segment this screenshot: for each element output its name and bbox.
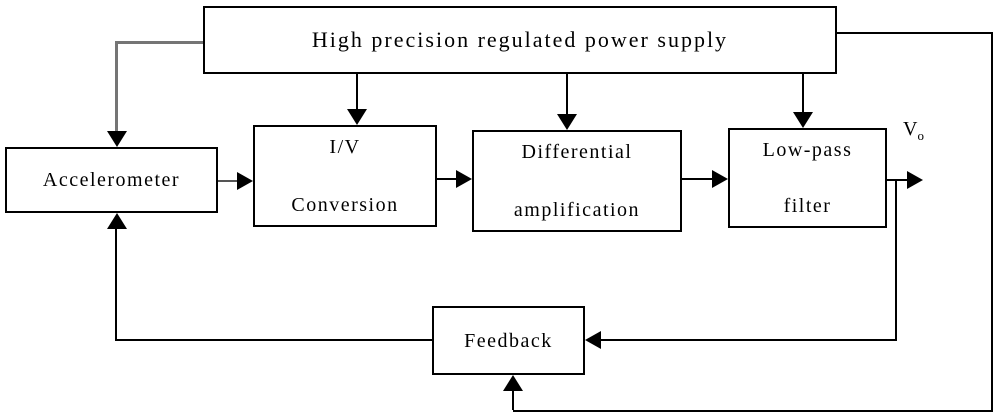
connector-power-to-lowpass — [802, 74, 804, 113]
connector-iv-to-diffamp — [437, 178, 456, 180]
connector-bottom-horizontal — [513, 410, 993, 412]
block-feedback: Feedback — [432, 306, 585, 375]
block-power-supply: High precision regulated power supply — [203, 6, 837, 74]
connector-feedback-to-accel-horizontal — [117, 339, 432, 341]
low-pass-label-line2: filter — [783, 195, 832, 217]
connector-power-to-iv — [356, 74, 358, 111]
arrowhead-accel-to-iv — [237, 172, 253, 190]
connector-power-right-horizontal — [837, 32, 993, 34]
block-accelerometer: Accelerometer — [5, 147, 218, 213]
arrowhead-power-to-accel — [107, 131, 127, 147]
connector-accel-to-iv — [218, 180, 237, 182]
block-differential-amplification: Differential amplification — [472, 130, 682, 232]
diff-amp-label-line1: Differential — [521, 141, 633, 163]
vo-subscript: o — [917, 128, 924, 143]
connector-right-rail-vertical — [991, 32, 993, 412]
connector-output-branch-vertical — [895, 180, 897, 341]
connector-lowpass-to-output — [887, 179, 907, 181]
arrowhead-power-to-lowpass — [793, 112, 813, 128]
vo-symbol: V — [903, 118, 918, 140]
iv-conversion-label-line1: I/V — [329, 136, 361, 158]
connector-power-to-accel-vertical — [115, 41, 118, 133]
arrowhead-output-to-feedback — [585, 331, 601, 349]
connector-into-feedback-bottom — [512, 390, 514, 410]
iv-conversion-label-line2: Conversion — [291, 194, 399, 216]
connector-power-to-accel-horizontal — [117, 41, 203, 44]
arrowhead-diffamp-to-lowpass — [712, 170, 728, 188]
diff-amp-label-line2: amplification — [513, 199, 641, 221]
output-voltage-label: Vo — [903, 118, 924, 144]
connector-feedback-to-accel-vertical — [115, 229, 117, 341]
connector-output-to-feedback-horizontal — [599, 339, 897, 341]
arrowhead-iv-to-diffamp — [456, 170, 472, 188]
block-iv-conversion: I/V Conversion — [253, 125, 437, 227]
low-pass-label-line1: Low-pass — [762, 139, 853, 161]
arrowhead-into-feedback-bottom — [503, 375, 523, 391]
accelerometer-label: Accelerometer — [42, 169, 181, 191]
arrowhead-lowpass-to-output — [907, 171, 923, 189]
connector-diffamp-to-lowpass — [682, 178, 712, 180]
power-supply-label: High precision regulated power supply — [311, 26, 729, 52]
block-low-pass-filter: Low-pass filter — [728, 128, 887, 228]
arrowhead-power-to-iv — [347, 109, 367, 125]
arrowhead-feedback-to-accel — [107, 213, 127, 229]
arrowhead-power-to-diffamp — [557, 114, 577, 130]
connector-power-to-diffamp — [566, 74, 568, 115]
feedback-label: Feedback — [464, 329, 553, 352]
